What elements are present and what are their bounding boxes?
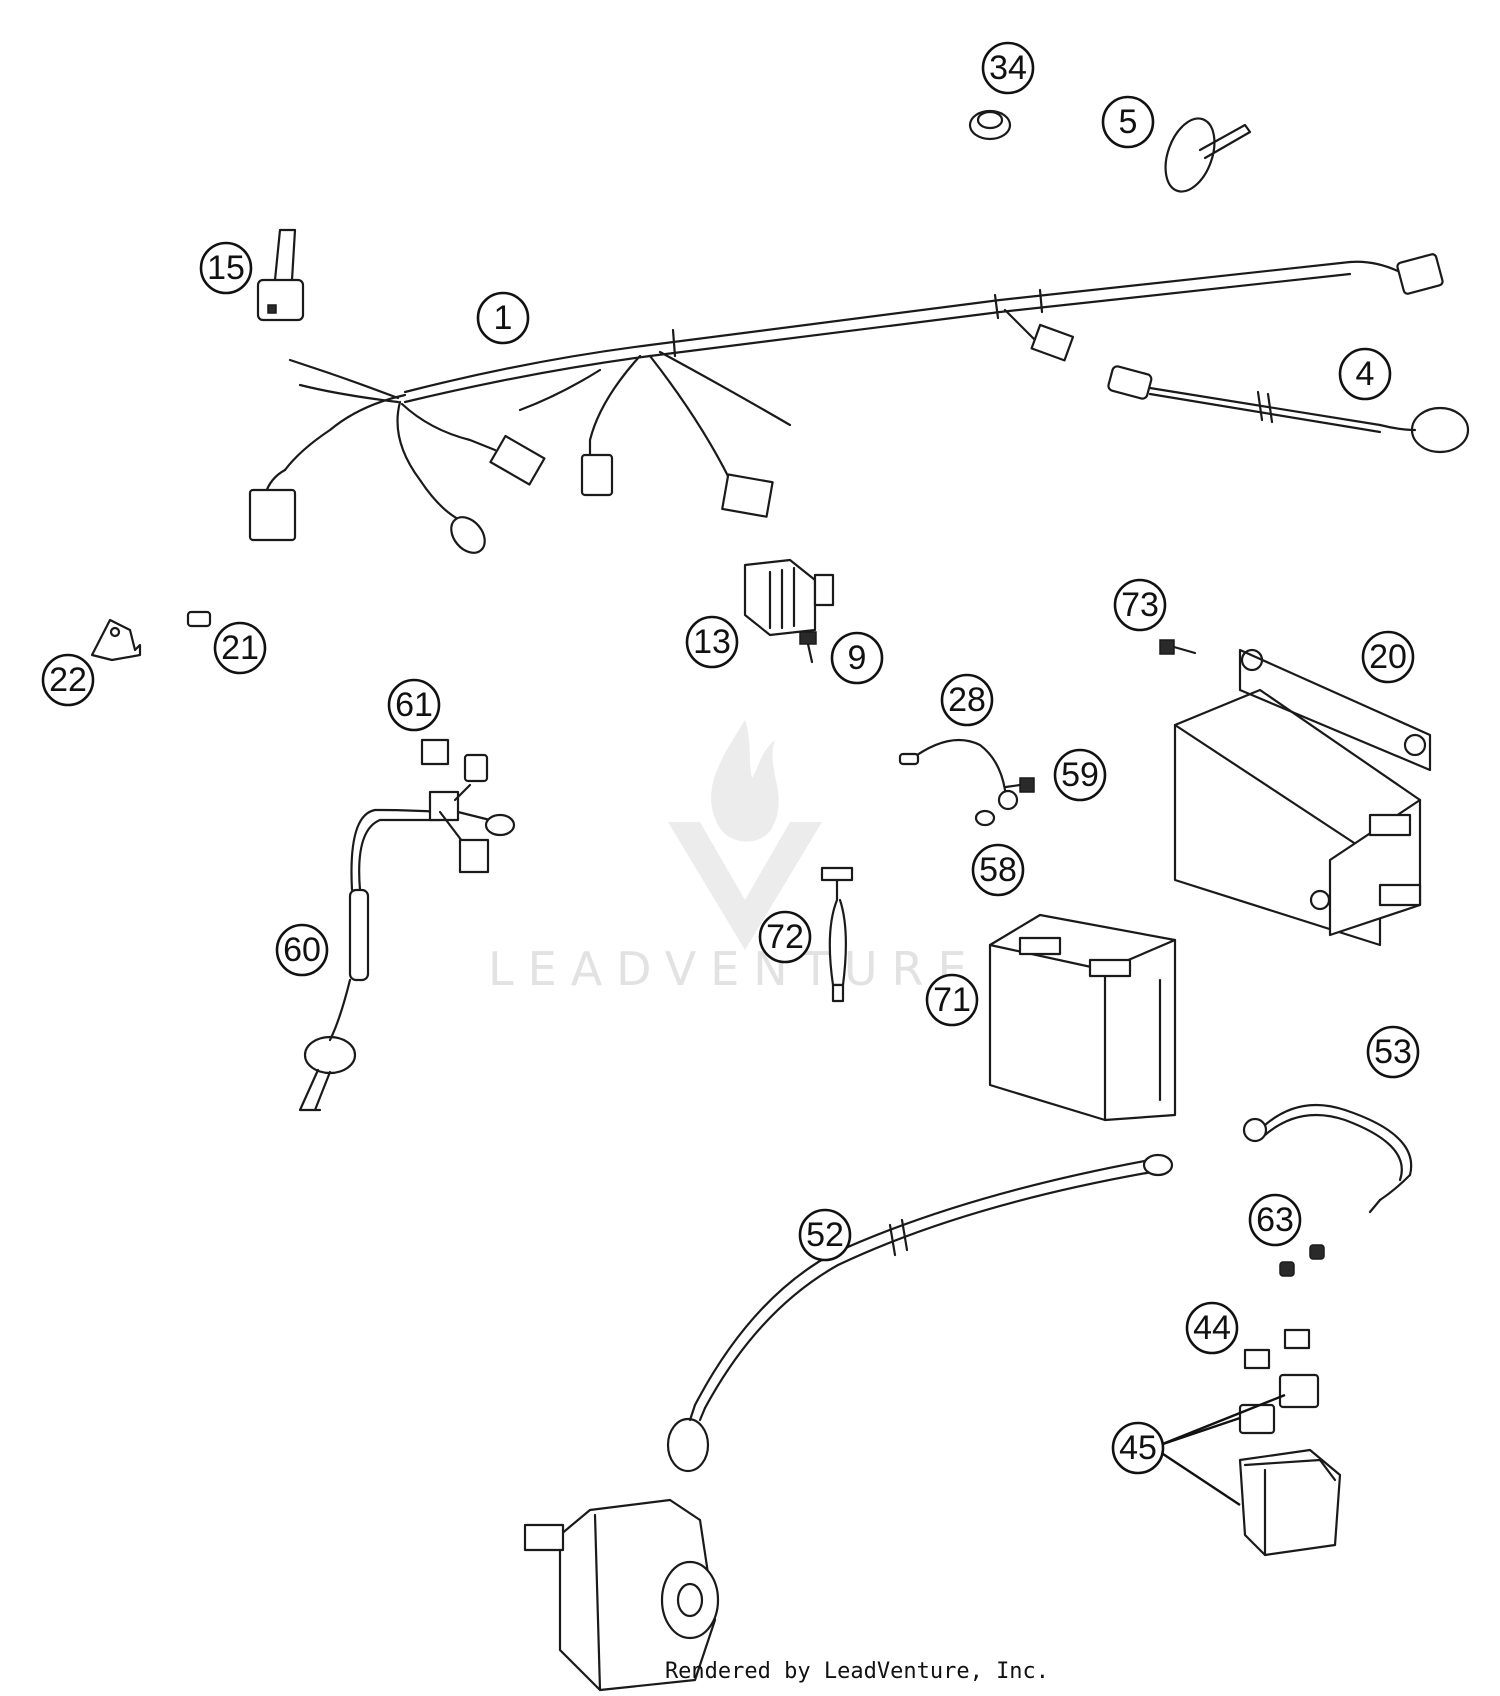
- leaders-45: [1159, 1393, 1286, 1507]
- callout-59: 59: [1053, 748, 1107, 802]
- svg-text:44: 44: [1193, 1309, 1231, 1347]
- callout-52: 52: [798, 1208, 852, 1262]
- callout-73: 73: [1113, 578, 1167, 632]
- svg-text:21: 21: [221, 629, 259, 667]
- svg-text:1: 1: [494, 299, 513, 337]
- callout-61: 61: [387, 678, 441, 732]
- part-61-connector-kit: [420, 738, 489, 783]
- callout-9: 9: [830, 631, 884, 685]
- svg-text:13: 13: [693, 623, 731, 661]
- part-13-regulator: [743, 558, 835, 637]
- part-5-cable-tie: [1164, 117, 1252, 193]
- callout-72: 72: [758, 910, 812, 964]
- callout-4: 4: [1338, 347, 1392, 401]
- callout-71: 71: [925, 973, 979, 1027]
- svg-text:71: 71: [933, 981, 971, 1019]
- svg-text:9: 9: [848, 639, 867, 677]
- part-9-bolt: [799, 631, 817, 664]
- svg-text:15: 15: [207, 249, 245, 287]
- callout-5: 5: [1101, 95, 1155, 149]
- part-15-switch: [256, 228, 305, 322]
- starter-motor: [523, 1498, 720, 1692]
- svg-text:58: 58: [979, 851, 1017, 889]
- part-28-ground-cable: [898, 738, 1019, 811]
- svg-text:60: 60: [283, 931, 321, 969]
- part-71-battery: [988, 913, 1177, 1122]
- part-58-washer: [974, 809, 996, 827]
- part-53-battery-cable: [1242, 1103, 1413, 1214]
- part-21-clip: [186, 610, 212, 628]
- svg-text:72: 72: [766, 918, 804, 956]
- svg-text:61: 61: [395, 686, 433, 724]
- part-1-main-harness: [248, 253, 1444, 554]
- callout-58: 58: [971, 843, 1025, 897]
- callout-45: 45: [1111, 1421, 1165, 1475]
- part-52-starter-cable: [666, 1153, 1174, 1473]
- svg-text:34: 34: [989, 49, 1027, 87]
- svg-text:20: 20: [1369, 638, 1407, 676]
- svg-text:4: 4: [1356, 355, 1375, 393]
- svg-text:59: 59: [1061, 756, 1099, 794]
- callout-63: 63: [1248, 1193, 1302, 1247]
- watermark-text: LEADVENTURE: [488, 942, 981, 996]
- svg-text:28: 28: [948, 681, 986, 719]
- svg-text:63: 63: [1256, 1201, 1294, 1239]
- part-20-battery-holder: [1173, 648, 1432, 947]
- callout-13: 13: [685, 615, 739, 669]
- part-72-fuse-holder: [820, 866, 854, 1003]
- part-45-starter-relay: [1238, 1373, 1342, 1557]
- watermark: LEADVENTURE: [488, 720, 981, 996]
- callout-28: 28: [940, 673, 994, 727]
- part-44-fuses: [1243, 1328, 1311, 1370]
- callout-44: 44: [1185, 1301, 1239, 1355]
- part-60-ignition-coil: [298, 783, 516, 1112]
- callout-20: 20: [1361, 630, 1415, 684]
- callout-22: 22: [41, 653, 95, 707]
- callout-53: 53: [1366, 1025, 1420, 1079]
- part-34-clamp: [968, 109, 1012, 141]
- svg-text:45: 45: [1119, 1429, 1157, 1467]
- part-63-screws: [1279, 1244, 1325, 1277]
- svg-text:22: 22: [49, 661, 87, 699]
- svg-text:5: 5: [1119, 103, 1138, 141]
- svg-text:73: 73: [1121, 586, 1159, 624]
- callout-34: 34: [981, 41, 1035, 95]
- part-4-lead: [1107, 365, 1470, 454]
- callout-21: 21: [213, 621, 267, 675]
- watermark-flame-icon: [711, 720, 779, 842]
- footer-credit: Rendered by LeadVenture, Inc.: [665, 1659, 1049, 1684]
- svg-text:53: 53: [1374, 1033, 1412, 1071]
- part-73-bolt: [1159, 639, 1197, 655]
- callout-15: 15: [199, 241, 253, 295]
- svg-text:52: 52: [806, 1216, 844, 1254]
- callout-60: 60: [275, 923, 329, 977]
- part-59-bolt: [1004, 777, 1035, 793]
- watermark-v-icon: [668, 822, 822, 950]
- callout-1: 1: [476, 291, 530, 345]
- part-22-bracket: [90, 618, 142, 662]
